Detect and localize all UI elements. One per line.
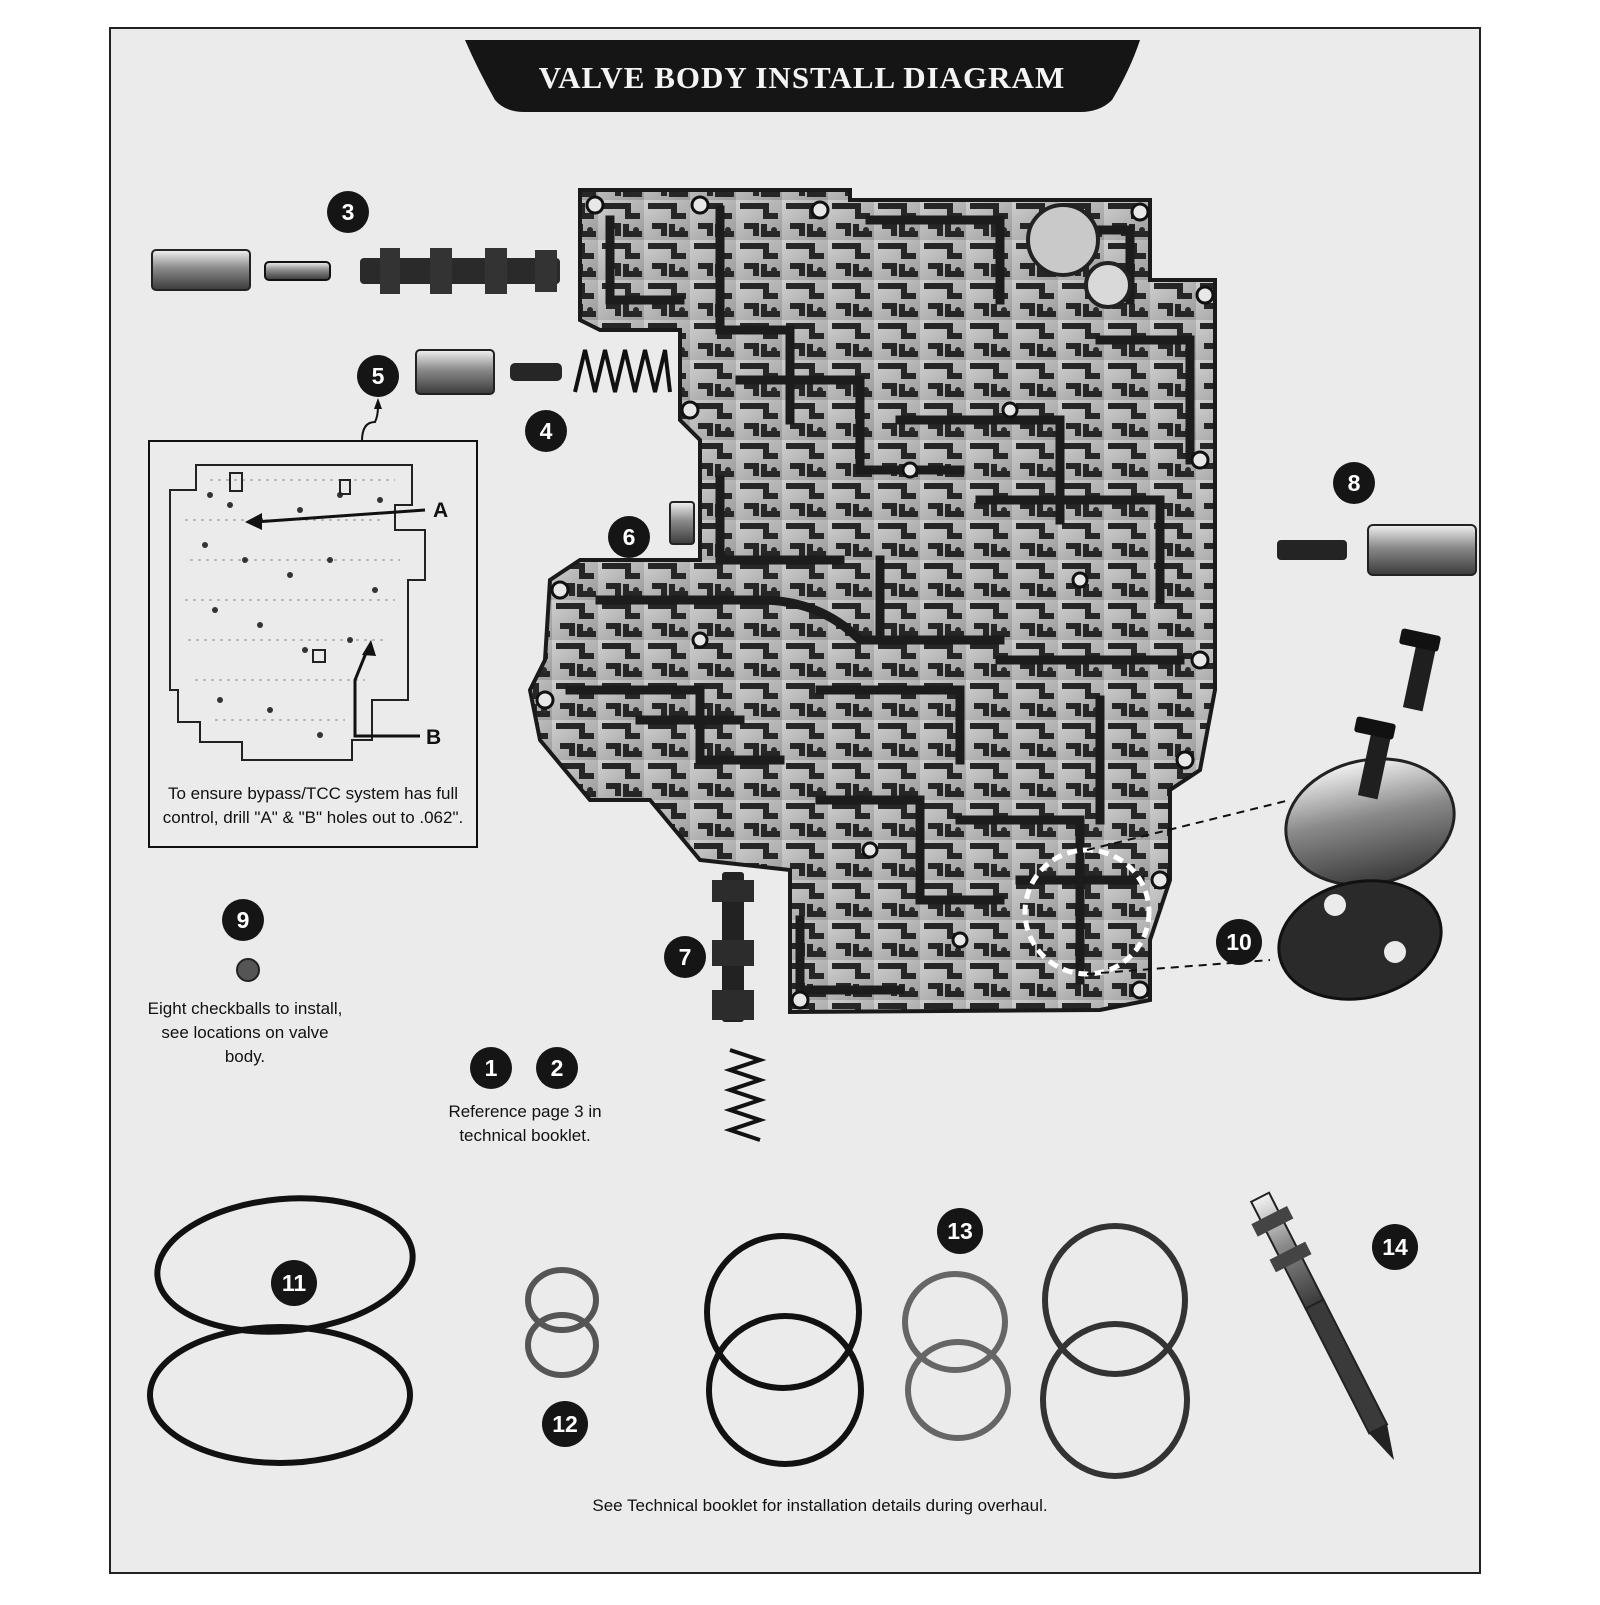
- svg-text:10: 10: [1226, 929, 1252, 955]
- part-9-checkball: [236, 958, 260, 982]
- svg-text:2: 2: [551, 1055, 564, 1081]
- svg-text:9: 9: [237, 907, 250, 933]
- callout-4: 4: [525, 410, 567, 452]
- callout-7: 7: [664, 936, 706, 978]
- inset-drill-diagram: A B: [148, 440, 478, 848]
- part-6-plug: [669, 501, 695, 545]
- part-4-spring: [573, 349, 672, 393]
- valve-body-casting: [527, 188, 1217, 1015]
- title-banner: VALVE BODY INSTALL DIAGRAM: [465, 40, 1140, 112]
- part-3-valve-assembly: [151, 248, 560, 294]
- part-14-valve-pin: [1249, 1191, 1395, 1461]
- svg-text:1: 1: [485, 1055, 498, 1081]
- part-10-cover-plate: [1277, 628, 1456, 1001]
- callout-13: 13: [937, 1208, 983, 1254]
- callout-12: 12: [542, 1401, 588, 1447]
- callout-11: 11: [271, 1260, 317, 1306]
- callout-9: 9: [222, 899, 264, 941]
- callout-5: 5: [357, 355, 399, 397]
- reference-note: Reference page 3 in technical booklet.: [448, 1102, 602, 1145]
- inset-label-b: B: [426, 726, 441, 749]
- callout-3: 3: [327, 191, 369, 233]
- svg-text:11: 11: [282, 1270, 307, 1296]
- footer-note: See Technical booklet for installation d…: [592, 1496, 1048, 1515]
- page-title: VALVE BODY INSTALL DIAGRAM: [539, 60, 1065, 95]
- part-7-spring: [723, 1048, 767, 1142]
- part-12-seal-rings: [525, 1267, 599, 1378]
- svg-text:3: 3: [342, 199, 355, 225]
- svg-text:6: 6: [623, 524, 636, 550]
- svg-text:14: 14: [1382, 1234, 1408, 1260]
- part-7-valve: [712, 872, 754, 1022]
- svg-text:13: 13: [947, 1218, 973, 1244]
- svg-text:4: 4: [540, 418, 553, 444]
- part-5-plug-assembly: [415, 349, 562, 395]
- callout-1: 1: [470, 1047, 512, 1089]
- svg-text:12: 12: [552, 1411, 578, 1437]
- inset-leader-bracket: [361, 405, 379, 442]
- checkball-note: Eight checkballs to install, see locatio…: [147, 999, 343, 1066]
- detail-leader-lines: [1086, 799, 1291, 975]
- part-8-valve-assembly: [1277, 524, 1477, 576]
- callout-2: 2: [536, 1047, 578, 1089]
- svg-text:5: 5: [372, 363, 385, 389]
- inset-leader-arrow: [374, 398, 382, 409]
- callout-14: 14: [1372, 1224, 1418, 1270]
- svg-text:8: 8: [1348, 470, 1361, 496]
- callout-6: 6: [608, 516, 650, 558]
- inset-label-a: A: [433, 499, 448, 522]
- part-13-seal-rings: [704, 1223, 1190, 1479]
- callout-8: 8: [1333, 462, 1375, 504]
- callout-10: 10: [1216, 919, 1262, 965]
- part-11-seal-rings: [147, 1195, 416, 1466]
- svg-text:7: 7: [679, 944, 692, 970]
- inset-drill-note: To ensure bypass/TCC system has full con…: [162, 784, 464, 827]
